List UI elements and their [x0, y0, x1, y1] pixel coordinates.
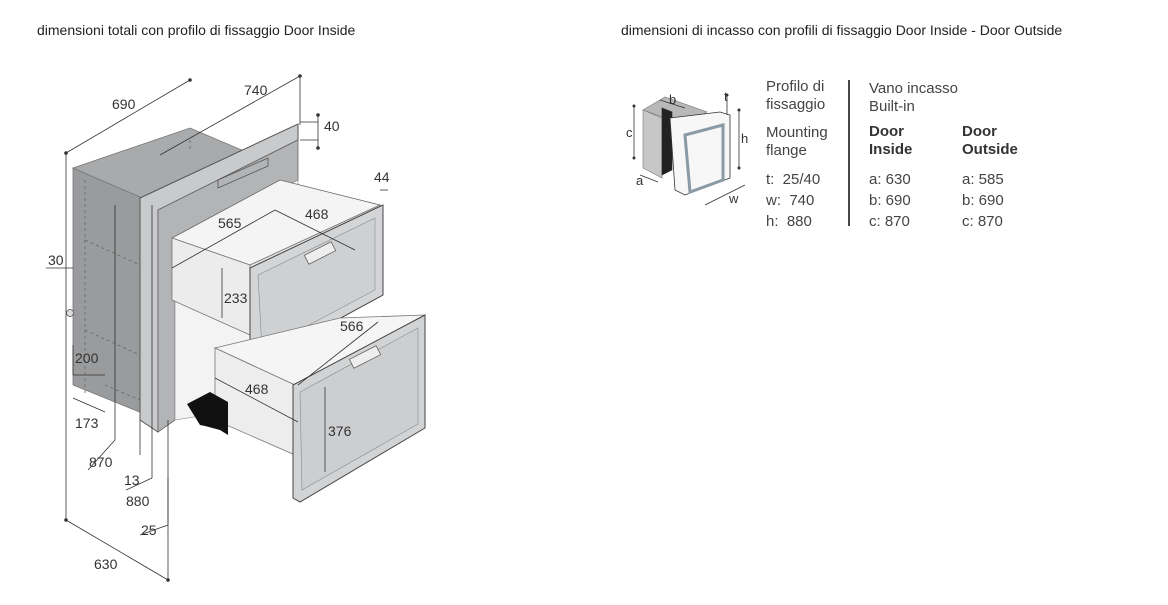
dim-200: 200 — [75, 350, 99, 366]
flange-row: h: 880 — [766, 213, 812, 230]
dim-13: 13 — [124, 472, 140, 488]
dim-468-top: 468 — [305, 206, 329, 222]
dim-30: 30 — [48, 252, 64, 268]
mini-label-a: a — [636, 173, 644, 188]
vano-2: Built-in — [869, 98, 915, 115]
col-outside-1: Door — [962, 123, 997, 140]
flange-row: t: 25/40 — [766, 171, 820, 188]
left-heading: dimensioni totali con profilo di fissagg… — [37, 22, 356, 38]
flange-row: w: 740 — [765, 192, 814, 209]
inside-row: a: 630 — [869, 171, 911, 188]
profile-en-1: Mounting — [766, 124, 828, 141]
outside-row: a: 585 — [962, 171, 1004, 188]
dim-376: 376 — [328, 423, 352, 439]
outside-row: c: 870 — [962, 213, 1003, 230]
dim-233: 233 — [224, 290, 248, 306]
dimension-values: 690 740 40 44 565 468 233 566 468 376 30… — [48, 82, 390, 572]
col-inside-2: Inside — [869, 141, 912, 158]
dim-880: 880 — [126, 493, 150, 509]
mini-label-t: t — [724, 89, 728, 104]
dim-44: 44 — [374, 169, 390, 185]
dim-565: 565 — [218, 215, 242, 231]
col-inside-1: Door — [869, 123, 904, 140]
mini-label-c: c — [626, 125, 633, 140]
dim-630: 630 — [94, 556, 118, 572]
inside-row: b: 690 — [869, 192, 911, 209]
col-outside-2: Outside — [962, 141, 1018, 158]
dim-690: 690 — [112, 96, 136, 112]
legend-table: Profilo di fissaggio Mounting flange Van… — [765, 78, 1018, 230]
mini-label-h: h — [741, 131, 748, 146]
dimension-lines — [46, 74, 388, 582]
dim-870: 870 — [89, 454, 113, 470]
dim-566: 566 — [340, 318, 364, 334]
cabinet-drawing — [66, 123, 426, 503]
right-heading: dimensioni di incasso con profili di fis… — [621, 22, 1063, 38]
dim-173: 173 — [75, 415, 99, 431]
mini-label-w: w — [728, 191, 739, 206]
dim-740: 740 — [244, 82, 268, 98]
vano-1: Vano incasso — [869, 80, 958, 97]
profile-it-2: fissaggio — [766, 96, 825, 113]
profile-it-1: Profilo di — [766, 78, 824, 95]
inside-row: c: 870 — [869, 213, 910, 230]
dim-40: 40 — [324, 118, 340, 134]
outside-row: b: 690 — [962, 192, 1004, 209]
dim-468-bottom: 468 — [245, 381, 269, 397]
profile-en-2: flange — [766, 142, 807, 159]
dim-25: 25 — [141, 522, 157, 538]
built-in-mini-diagram: c a b t h w — [626, 89, 748, 206]
mini-label-b: b — [669, 92, 676, 107]
